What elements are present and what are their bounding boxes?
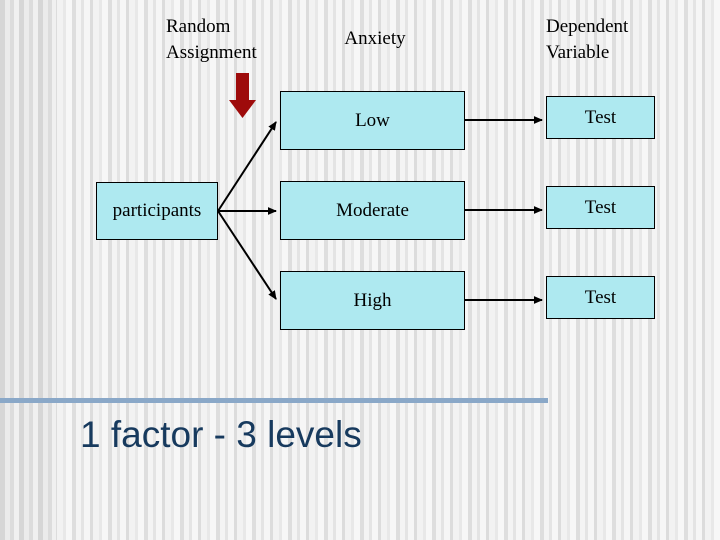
header-random-assignment: Random Assignment xyxy=(166,16,257,63)
box-test-low: Test xyxy=(546,96,655,139)
box-test-high-label: Test xyxy=(584,286,617,308)
box-participants: participants xyxy=(96,182,218,240)
down-arrow-icon xyxy=(229,73,256,118)
connector-participants-to-high xyxy=(217,210,277,300)
box-test-low-label: Test xyxy=(584,106,617,128)
box-level-moderate-label: Moderate xyxy=(336,199,409,221)
box-level-low-label: Low xyxy=(355,109,390,131)
connector-participants-to-low xyxy=(217,121,277,212)
box-participants-label: participants xyxy=(112,200,202,221)
slide-title: 1 factor - 3 levels xyxy=(80,414,362,455)
box-level-high-label: High xyxy=(353,289,392,311)
box-test-high: Test xyxy=(546,276,655,319)
box-level-moderate: Moderate xyxy=(280,181,465,240)
header-anxiety: Anxiety xyxy=(344,28,406,49)
box-level-low: Low xyxy=(280,91,465,150)
box-test-moderate-label: Test xyxy=(584,196,617,218)
box-test-moderate: Test xyxy=(546,186,655,229)
box-level-high: High xyxy=(280,271,465,330)
title-divider-rule xyxy=(0,398,548,403)
header-dependent-variable: Dependent Variable xyxy=(546,16,629,63)
background-left-band xyxy=(0,0,56,540)
